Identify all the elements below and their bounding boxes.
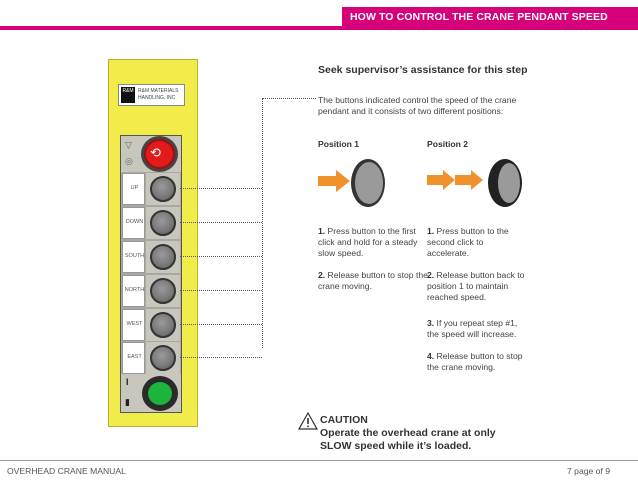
label-west: WEST xyxy=(122,309,145,341)
caution-title: CAUTION xyxy=(320,414,368,426)
warning-icon xyxy=(298,412,318,430)
power-off-icon: ▽ xyxy=(125,140,132,150)
header-accent-line xyxy=(0,26,638,30)
on-symbol-icon: I xyxy=(126,377,129,387)
connector-south xyxy=(180,256,262,257)
header-tab xyxy=(342,7,638,29)
down-button xyxy=(150,210,176,236)
rotate-arrow-icon: ⟲ xyxy=(150,145,161,160)
label-south: SOUTH xyxy=(122,241,145,273)
footer-manual-title: OVERHEAD CRANE MANUAL xyxy=(7,466,126,476)
button-south-wrap xyxy=(146,241,180,273)
button-down-wrap xyxy=(146,207,180,239)
emergency-stop-button xyxy=(144,139,175,169)
up-button xyxy=(150,176,176,202)
label-north: NORTH xyxy=(122,275,145,307)
footer-page-number: 7 page of 9 xyxy=(567,466,611,476)
caution-text: Operate the overhead crane at only SLOW … xyxy=(320,427,496,452)
section-heading: Seek supervisor’s assistance for this st… xyxy=(318,64,528,76)
position-2-step-4: 4. Release button to stop the crane movi… xyxy=(427,351,523,372)
label-east: EAST xyxy=(122,342,145,374)
pendant-logo: R&M R&M MATERIALS HANDLING, INC xyxy=(118,84,185,106)
page-title: HOW TO CONTROL THE CRANE PENDANT SPEED xyxy=(350,11,608,23)
connector-down xyxy=(180,222,262,223)
position-2-step-2: 2. Release button back to position 1 to … xyxy=(427,270,525,302)
button-up-wrap xyxy=(146,173,180,205)
button-west-wrap xyxy=(146,309,180,341)
position-1-title: Position 1 xyxy=(318,139,360,149)
button-position-1-icon xyxy=(351,159,385,207)
west-button xyxy=(150,312,176,338)
connector-vertical xyxy=(262,98,263,348)
button-north-wrap xyxy=(146,275,180,307)
south-button xyxy=(150,244,176,270)
logo-mark: R&M xyxy=(121,87,135,103)
arrow-right-icon xyxy=(455,170,483,190)
position-2-step-1: 1. Press button to the second click to a… xyxy=(427,226,509,258)
position-1-step-2: 2. Release button to stop the crane movi… xyxy=(318,270,428,291)
logo-text: R&M MATERIALS HANDLING, INC xyxy=(138,88,179,101)
horn-symbol-icon: ▮ xyxy=(125,397,130,407)
label-up: UP xyxy=(122,173,145,205)
position-2-title: Position 2 xyxy=(427,139,469,149)
start-button xyxy=(148,382,172,405)
north-button xyxy=(150,278,176,304)
arrow-right-icon xyxy=(427,170,455,190)
button-east-wrap xyxy=(146,342,180,374)
east-button xyxy=(150,345,176,371)
position-2-step-3: 3. If you repeat step #1, the speed will… xyxy=(427,318,518,339)
power-on-icon: ◎ xyxy=(125,156,133,166)
connector-up xyxy=(180,188,262,189)
button-position-2-icon xyxy=(488,159,522,207)
connector-north xyxy=(180,290,262,291)
intro-text: The buttons indicated control the speed … xyxy=(318,95,517,116)
arrow-right-icon xyxy=(318,170,350,192)
connector-west xyxy=(180,324,262,325)
connector-east xyxy=(180,357,262,358)
footer-rule xyxy=(0,460,638,461)
label-down: DOWN xyxy=(122,207,145,239)
connector-top xyxy=(262,98,316,99)
position-1-step-1: 1. Press button to the first click and h… xyxy=(318,226,418,258)
